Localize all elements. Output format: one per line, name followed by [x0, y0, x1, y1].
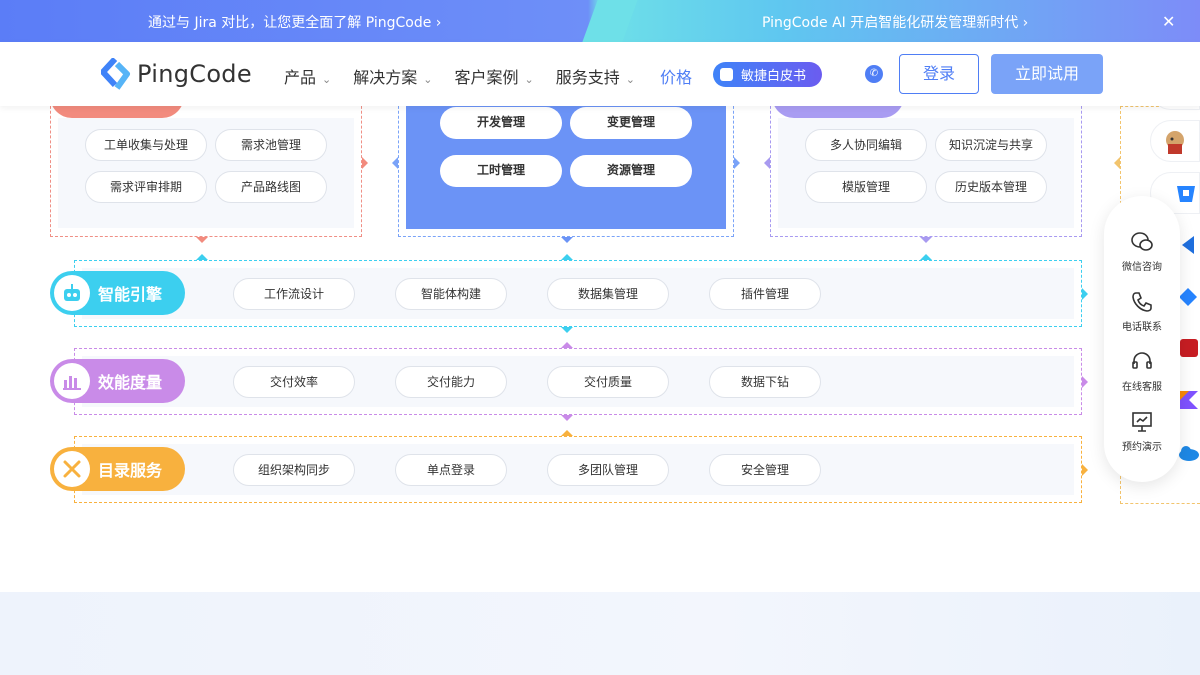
cloud-icon[interactable] [1150, 432, 1200, 474]
arrow-up-icon [920, 254, 932, 260]
row-label: 目录服务 [98, 461, 163, 480]
wechat-consult[interactable]: 微信咨询 [1104, 230, 1180, 273]
chip[interactable]: 多团队管理 [547, 454, 669, 486]
chip[interactable]: 单点登录 [395, 454, 507, 486]
menu-label: 服务支持 [555, 68, 620, 87]
float-label: 电话联系 [1122, 322, 1162, 333]
chip[interactable]: 历史版本管理 [935, 171, 1047, 203]
chip[interactable]: 模版管理 [805, 171, 927, 203]
online-support[interactable]: 在线客服 [1104, 350, 1180, 393]
chip[interactable]: 安全管理 [709, 454, 821, 486]
chip[interactable]: 知识沉淀与共享 [935, 129, 1047, 161]
banner-jira-link[interactable]: 通过与 Jira 对比，让您更全面了解 PingCode › [148, 15, 442, 31]
chevron-down-icon: ⌄ [524, 73, 534, 86]
chip[interactable]: 工时管理 [440, 155, 562, 187]
float-label: 微信咨询 [1122, 262, 1162, 273]
row-label: 智能引擎 [98, 285, 163, 304]
float-label: 在线客服 [1122, 382, 1162, 393]
chip[interactable]: 智能体构建 [395, 278, 507, 310]
phone-icon[interactable]: ✆ [865, 65, 883, 83]
trial-button[interactable]: 立即试用 [991, 54, 1103, 94]
top-banner: 通过与 Jira 对比，让您更全面了解 PingCode › PingCode … [0, 0, 1200, 42]
arrow-right-icon [1082, 464, 1088, 476]
chevron-down-icon: ⌄ [625, 73, 635, 86]
chip[interactable]: 资源管理 [570, 155, 692, 187]
arrow-right-icon [1082, 288, 1088, 300]
nav-menu: 产品 ⌄ 解决方案 ⌄ 客户案例 ⌄ 服务支持 ⌄ [284, 64, 657, 88]
menu-label: 客户案例 [454, 68, 519, 87]
kotlin-icon[interactable] [1150, 380, 1200, 422]
pingcode-logo-icon [101, 58, 130, 90]
row-badge-metrics: 效能度量 [50, 359, 185, 403]
chip[interactable]: 需求池管理 [215, 129, 327, 161]
float-label: 预约演示 [1122, 442, 1162, 453]
presentation-icon [1132, 412, 1152, 432]
chip[interactable]: 交付能力 [395, 366, 507, 398]
chevron-down-icon: ⌄ [423, 73, 433, 86]
jira-icon[interactable] [1150, 276, 1200, 318]
banner-divider [582, 0, 638, 42]
menu-label: 解决方案 [353, 68, 418, 87]
logo[interactable]: PingCode [101, 58, 252, 90]
arrow-right-icon [1082, 376, 1088, 388]
chip[interactable]: 变更管理 [570, 107, 692, 139]
robot-icon [54, 275, 90, 311]
next-section-background [0, 592, 1200, 675]
chip[interactable]: 工单收集与处理 [85, 129, 207, 161]
chip[interactable]: 组织架构同步 [233, 454, 355, 486]
menu-solutions[interactable]: 解决方案 ⌄ [353, 64, 432, 88]
arrow-left-icon [392, 157, 398, 169]
chip[interactable]: 需求评审排期 [85, 171, 207, 203]
arrow-down-icon [920, 237, 932, 243]
row-badge-ai-engine: 智能引擎 [50, 271, 185, 315]
whitepaper-button[interactable]: 敏捷白皮书 [713, 62, 822, 87]
phone-icon [1132, 292, 1152, 312]
chip[interactable]: 产品路线图 [215, 171, 327, 203]
arrow-down-icon [561, 237, 573, 243]
chip[interactable]: 交付效率 [233, 366, 355, 398]
menu-support[interactable]: 服务支持 ⌄ [556, 64, 635, 88]
jenkins-icon[interactable] [1150, 120, 1200, 162]
banner-ai-link[interactable]: PingCode AI 开启智能化研发管理新时代 › [762, 15, 1029, 31]
arrow-left-icon [1114, 157, 1120, 169]
document-icon [720, 68, 733, 81]
menu-label: 产品 [284, 68, 317, 87]
whitepaper-label: 敏捷白皮书 [741, 69, 807, 84]
menu-cases[interactable]: 客户案例 ⌄ [454, 64, 533, 88]
close-icon[interactable]: ✕ [1162, 12, 1176, 31]
chip[interactable]: 数据下钻 [709, 366, 821, 398]
azure-icon[interactable] [1150, 224, 1200, 266]
menu-price[interactable]: 价格 [660, 68, 693, 87]
login-button[interactable]: 登录 [899, 54, 979, 94]
book-demo[interactable]: 预约演示 [1104, 410, 1180, 453]
chip[interactable]: 开发管理 [440, 107, 562, 139]
arrow-left-icon [764, 157, 770, 169]
headset-icon [1132, 352, 1152, 369]
chart-bars-icon [54, 363, 90, 399]
chip[interactable]: 多人协同编辑 [805, 129, 927, 161]
contact-float-panel: 微信咨询 电话联系 在线客服 预约演示 [1104, 196, 1180, 482]
arrow-up-icon [196, 254, 208, 260]
chip[interactable]: 工作流设计 [233, 278, 355, 310]
chip[interactable]: 数据集管理 [547, 278, 669, 310]
arrow-up-icon [561, 342, 573, 348]
gitee-icon[interactable] [1150, 328, 1200, 370]
arrow-up-icon [561, 430, 573, 436]
arrow-down-icon [561, 415, 573, 421]
arrow-down-icon [196, 237, 208, 243]
arrow-down-icon [561, 327, 573, 333]
chevron-down-icon: ⌄ [322, 73, 332, 86]
row-badge-directory: 目录服务 [50, 447, 185, 491]
menu-product[interactable]: 产品 ⌄ [284, 64, 331, 88]
row-label: 效能度量 [98, 373, 163, 392]
tools-icon [54, 451, 90, 487]
logo-text: PingCode [137, 60, 252, 88]
arrow-right-icon [734, 157, 740, 169]
arrow-up-icon [561, 254, 573, 260]
arrow-right-icon [362, 157, 368, 169]
chip[interactable]: 插件管理 [709, 278, 821, 310]
phone-contact[interactable]: 电话联系 [1104, 290, 1180, 333]
chip[interactable]: 交付质量 [547, 366, 669, 398]
wechat-icon [1131, 232, 1153, 251]
